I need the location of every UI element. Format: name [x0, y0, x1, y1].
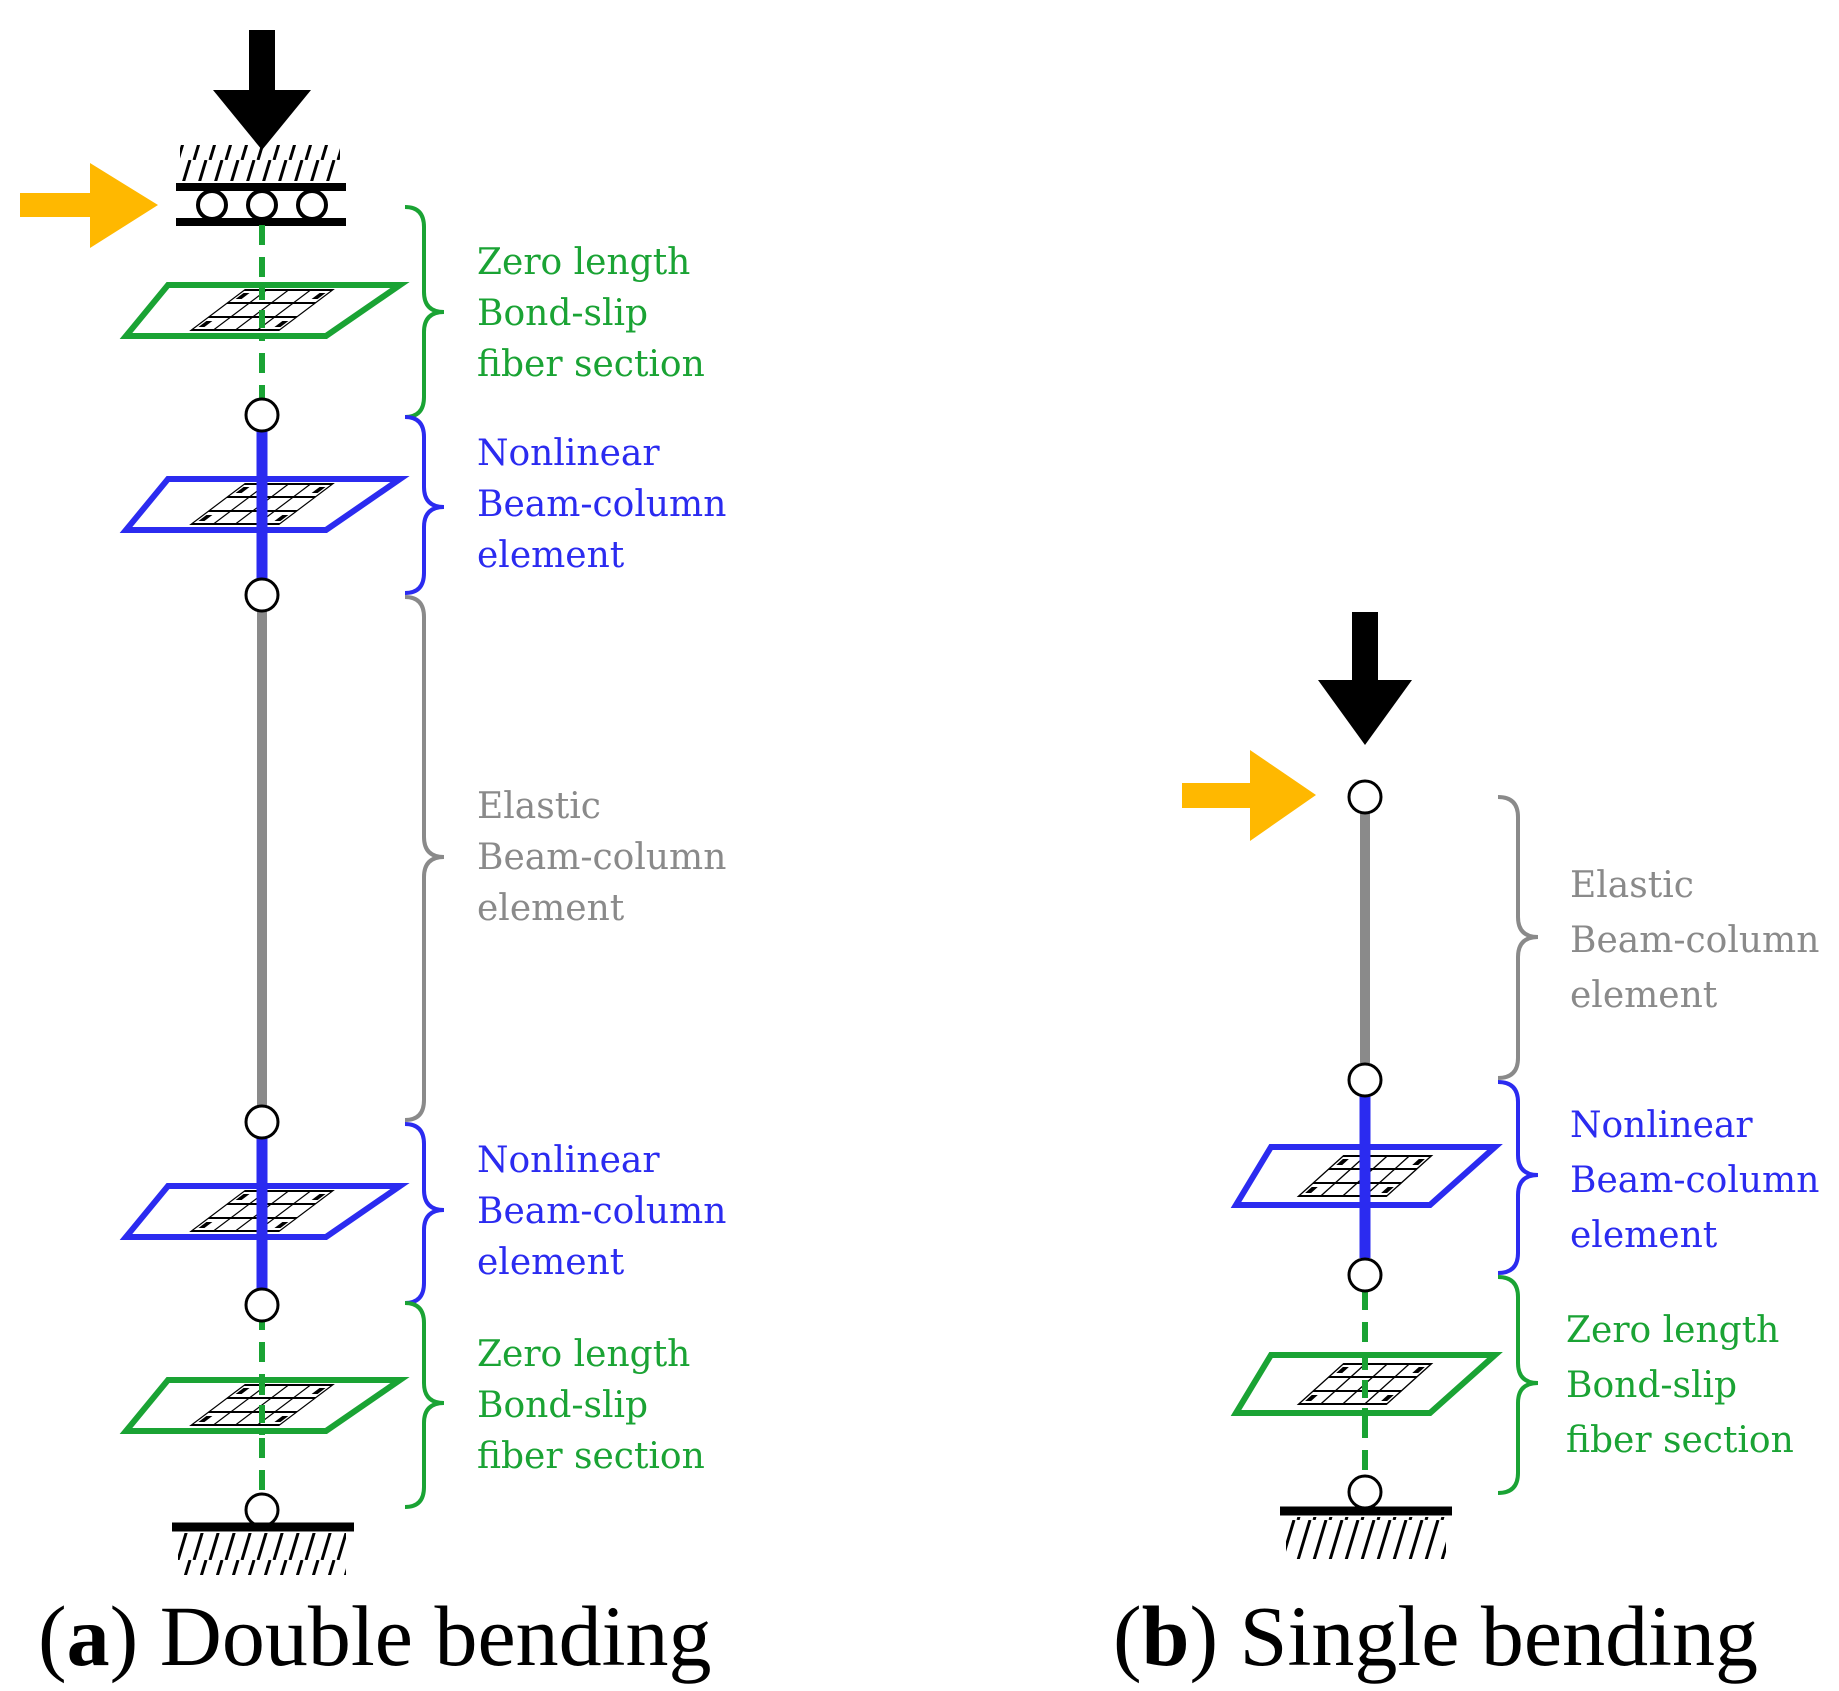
node-a-3	[244, 1104, 280, 1140]
label-line: Beam-column	[477, 1191, 726, 1232]
label-line: Nonlinear	[1570, 1105, 1753, 1146]
label-line: fiber section	[1566, 1420, 1794, 1461]
label-line: fiber section	[477, 1436, 705, 1477]
brace-top-zero-a	[404, 205, 445, 419]
label-line: Zero length	[477, 242, 690, 283]
label-line: Zero length	[1566, 1310, 1779, 1351]
fiber-section-zero-b	[1230, 1352, 1503, 1418]
label-bottom-zero-a: Zero length Bond-slip fiber section	[477, 1334, 705, 1477]
label-elastic-a: Elastic Beam-column element	[477, 786, 738, 929]
fiber-section-nonlinear-b	[1230, 1142, 1503, 1210]
caption-letter: a	[67, 1588, 110, 1684]
axial-load-arrow-a	[213, 30, 311, 150]
brace-zero-b	[1497, 1275, 1539, 1495]
label-top-nonlinear-a: Nonlinear Beam-column element	[477, 433, 738, 576]
label-elastic-b: Elastic Beam-column element	[1570, 865, 1831, 1016]
brace-elastic-b	[1497, 795, 1539, 1080]
label-line: Nonlinear	[477, 433, 660, 474]
panel-a: Zero length Bond-slip fiber section Nonl…	[20, 30, 738, 1684]
lateral-load-arrow-a	[20, 163, 158, 248]
caption-b: (b) Single bending	[1113, 1588, 1758, 1684]
caption-open: (	[38, 1588, 67, 1684]
label-line: element	[477, 1242, 625, 1283]
node-b-base	[1347, 1474, 1383, 1510]
node-a-2	[244, 577, 280, 613]
brace-nonlinear-b	[1497, 1080, 1539, 1275]
label-line: Beam-column	[1570, 920, 1819, 961]
caption-text: ) Double bending	[110, 1588, 712, 1684]
label-line: element	[477, 535, 625, 576]
label-line: Beam-column	[1570, 1160, 1819, 1201]
roller-support-a	[176, 183, 346, 226]
label-bottom-nonlinear-a: Nonlinear Beam-column element	[477, 1140, 738, 1283]
bottom-support-b	[1280, 1506, 1452, 1559]
label-line: Zero length	[477, 1334, 690, 1375]
label-line: Nonlinear	[477, 1140, 660, 1181]
brace-top-nonlinear-a	[404, 415, 445, 595]
lateral-load-arrow-b	[1182, 750, 1316, 841]
label-line: Bond-slip	[1566, 1365, 1737, 1406]
label-line: Bond-slip	[477, 293, 648, 334]
node-b-top	[1347, 779, 1383, 815]
caption-open: (	[1113, 1588, 1142, 1684]
brace-bottom-zero-a	[404, 1301, 445, 1509]
fiber-section-top-zero-a	[119, 282, 410, 340]
node-a-4	[244, 1287, 280, 1323]
node-b-1	[1347, 1062, 1383, 1098]
top-support-hatch-a	[180, 145, 340, 181]
label-line: Elastic	[477, 786, 601, 827]
label-zero-b: Zero length Bond-slip fiber section	[1566, 1310, 1794, 1461]
label-line: element	[1570, 1215, 1718, 1256]
label-line: fiber section	[477, 344, 705, 385]
caption-a: (a) Double bending	[38, 1588, 712, 1684]
fiber-section-bottom-zero-a	[119, 1377, 410, 1435]
brace-elastic-a	[404, 595, 445, 1122]
caption-letter: b	[1142, 1588, 1190, 1684]
label-line: Beam-column	[477, 484, 726, 525]
caption-text: ) Single bending	[1189, 1588, 1758, 1684]
bottom-support-a	[172, 1522, 354, 1575]
fiber-section-top-nonlinear-a	[119, 474, 410, 535]
fiber-section-bottom-nonlinear-a	[119, 1181, 410, 1242]
label-line: Beam-column	[477, 837, 726, 878]
label-top-zero-a: Zero length Bond-slip fiber section	[477, 242, 705, 385]
label-line: element	[1570, 975, 1718, 1016]
panel-b: Elastic Beam-column element Nonlinear Be…	[1113, 612, 1831, 1684]
node-a-1	[244, 397, 280, 433]
label-line: Elastic	[1570, 865, 1694, 906]
label-line: Bond-slip	[477, 1385, 648, 1426]
node-a-base	[244, 1492, 280, 1528]
label-nonlinear-b: Nonlinear Beam-column element	[1570, 1105, 1831, 1256]
node-b-2	[1347, 1257, 1383, 1293]
axial-load-arrow-b	[1318, 612, 1412, 745]
label-line: element	[477, 888, 625, 929]
brace-bottom-nonlinear-a	[404, 1122, 445, 1305]
